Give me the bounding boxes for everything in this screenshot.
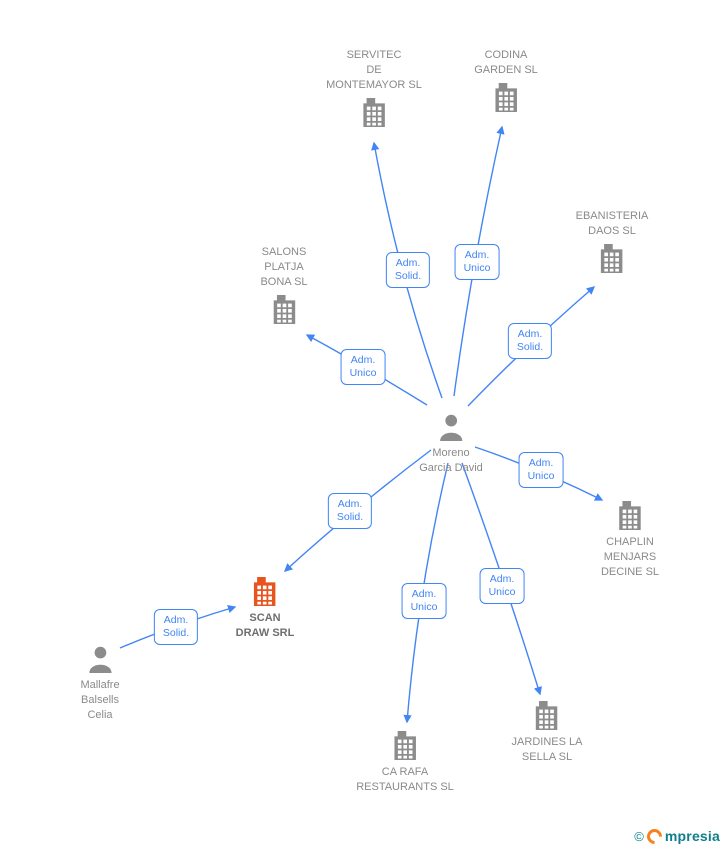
edge-label-moreno-chaplin: Adm. Unico [518, 452, 564, 488]
building-icon-highlighted [252, 577, 278, 606]
node-codina[interactable]: CODINA GARDEN SL [474, 48, 538, 112]
building-icon [493, 83, 519, 112]
node-carafa[interactable]: CA RAFA RESTAURANTS SL [356, 731, 454, 795]
node-label: Mallafre Balsells Celia [80, 679, 120, 721]
edge-label-mallafre-scandraw: Adm. Solid. [153, 609, 199, 645]
node-moreno[interactable]: Moreno Garcia David [419, 413, 483, 476]
building-icon [271, 295, 297, 324]
edge-label-moreno-jardines: Adm. Unico [479, 568, 525, 604]
edge-label-moreno-codina: Adm. Unico [454, 244, 500, 280]
edge-label-moreno-scandraw: Adm. Solid. [327, 493, 373, 529]
edge-label-moreno-salons: Adm. Unico [340, 349, 386, 385]
node-label: CHAPLIN MENJARS DECINE SL [600, 536, 660, 578]
building-icon [617, 501, 643, 530]
edge-label-moreno-carafa: Adm. Unico [401, 583, 447, 619]
node-label: Moreno Garcia David [419, 447, 483, 474]
edge-label-moreno-servitec: Adm. Solid. [385, 252, 431, 288]
node-salons[interactable]: SALONS PLATJA BONA SL [260, 245, 308, 324]
person-icon [437, 413, 465, 441]
node-label: SERVITEC DE MONTEMAYOR SL [326, 49, 422, 91]
node-label: CODINA GARDEN SL [474, 49, 538, 76]
building-icon [534, 701, 560, 730]
node-label: EBANISTERIA DAOS SL [575, 210, 649, 237]
person-icon [86, 645, 114, 673]
node-label: SCAN DRAW SRL [235, 612, 295, 639]
empresia-logo-icon [643, 825, 665, 847]
brand-text: mpresia [664, 828, 720, 844]
node-mallafre[interactable]: Mallafre Balsells Celia [80, 645, 120, 723]
building-icon [361, 98, 387, 127]
node-label: CA RAFA RESTAURANTS SL [356, 766, 454, 793]
copyright-symbol: © [634, 828, 644, 844]
node-label: SALONS PLATJA BONA SL [260, 246, 308, 288]
edge-label-moreno-ebanisteria: Adm. Solid. [507, 323, 553, 359]
node-scandraw[interactable]: SCAN DRAW SRL [235, 577, 295, 641]
node-chaplin[interactable]: CHAPLIN MENJARS DECINE SL [601, 501, 659, 580]
building-icon [392, 731, 418, 760]
empresia-branding[interactable]: © mpresia [634, 825, 720, 847]
node-servitec[interactable]: SERVITEC DE MONTEMAYOR SL [326, 48, 422, 127]
building-icon [599, 244, 625, 273]
node-ebanisteria[interactable]: EBANISTERIA DAOS SL [575, 209, 649, 273]
node-label: JARDINES LA SELLA SL [511, 736, 583, 763]
node-jardines[interactable]: JARDINES LA SELLA SL [511, 701, 583, 765]
